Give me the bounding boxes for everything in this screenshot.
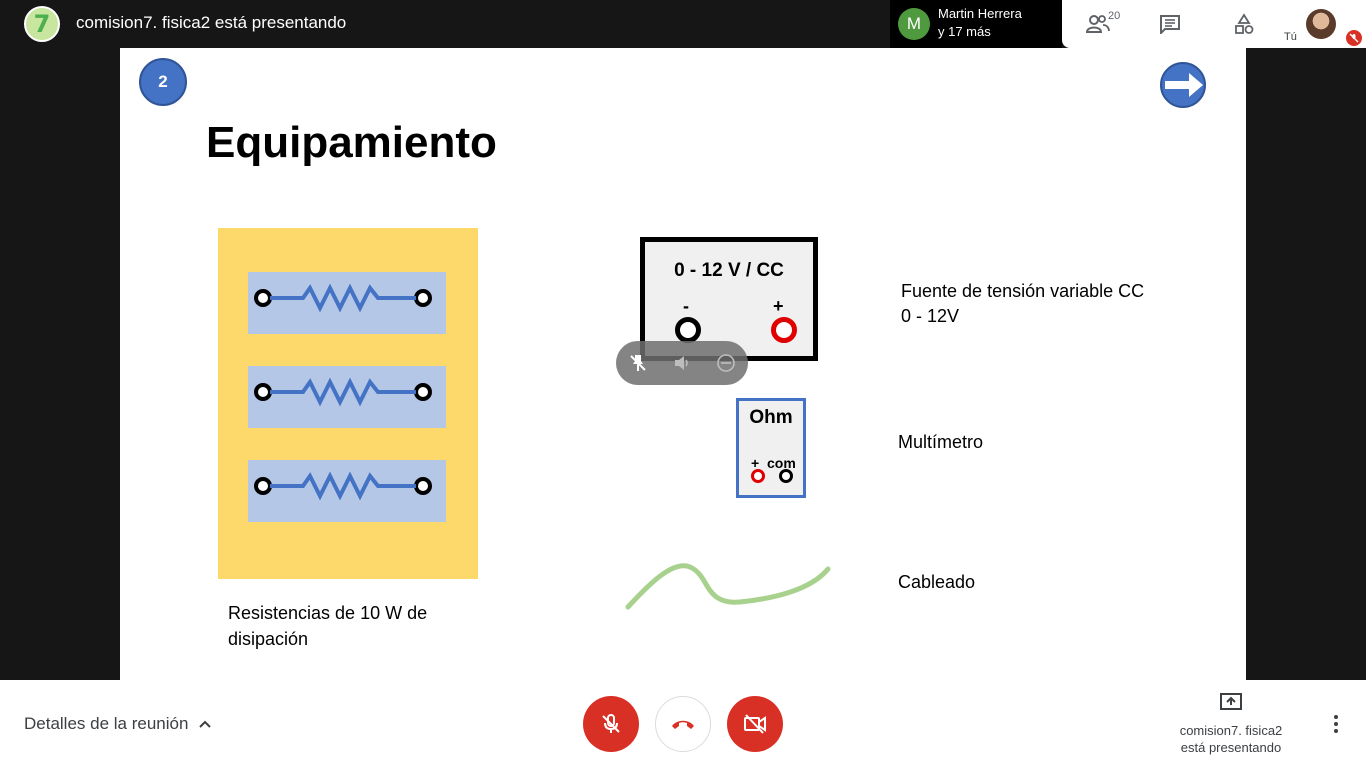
participant-avatar: M — [898, 8, 930, 40]
share-status-line1: comision7. fisica2 — [1179, 723, 1283, 738]
psu-negative-terminal — [675, 317, 701, 343]
self-avatar — [1306, 9, 1336, 39]
meeting-details-label: Detalles de la reunión — [24, 714, 189, 733]
mic-off-icon — [1349, 33, 1359, 43]
participant-more: y 17 más — [938, 24, 991, 39]
psu-minus-sign: - — [683, 296, 689, 316]
power-supply-diagram: 0 - 12 V / CC - + — [640, 237, 818, 361]
resistor-card — [248, 460, 446, 522]
multimeter-plus-sign: + — [751, 455, 760, 471]
resistor-icon — [254, 377, 432, 407]
self-label: Tú — [1284, 31, 1297, 43]
activities-button[interactable] — [1224, 8, 1264, 40]
remove-button[interactable] — [714, 351, 738, 375]
pin-off-button[interactable] — [626, 351, 650, 375]
presentation-status-button[interactable]: comision7. fisica2 está presentando — [1170, 692, 1292, 755]
self-mic-off-indicator — [1346, 30, 1362, 46]
volume-icon — [675, 356, 688, 370]
resistor-card — [248, 272, 446, 334]
multimeter-positive-terminal — [751, 469, 765, 483]
camera-toggle-button[interactable] — [727, 696, 783, 752]
meeting-details-button[interactable]: Detalles de la reunión — [24, 714, 212, 734]
chevron-up-icon — [199, 720, 212, 728]
next-arrow-icon[interactable] — [1159, 61, 1207, 109]
bottom-bar: Detalles de la reunión comision7. — [0, 680, 1366, 768]
psu-caption-line1: Fuente de tensión variable CC — [901, 281, 1145, 301]
chat-icon — [1160, 15, 1180, 34]
resistor-icon — [254, 283, 432, 313]
multimeter-com-terminal — [779, 469, 793, 483]
hangup-icon — [672, 720, 694, 729]
camera-off-icon — [744, 714, 766, 734]
presenter-avatar-initial: 7 — [33, 10, 51, 38]
mic-off-icon — [602, 714, 620, 733]
activities-icon — [1235, 13, 1254, 34]
media-controls-overlay — [616, 341, 748, 385]
more-options-button[interactable] — [1324, 710, 1348, 738]
psu-label: 0 - 12 V / CC — [674, 260, 784, 281]
participant-name: Martin Herrera — [938, 6, 1022, 21]
cable-caption: Cableado — [898, 572, 976, 592]
psu-plus-sign: + — [773, 296, 784, 316]
multimeter-diagram: Ohm + com — [736, 398, 806, 498]
pin-off-icon — [630, 355, 646, 371]
top-actions: 20 Tú — [1062, 0, 1366, 48]
presentation-slide: 2 Equipamiento — [120, 48, 1246, 680]
psu-caption-line2: 0 - 12V — [901, 306, 960, 326]
mic-toggle-button[interactable] — [583, 696, 639, 752]
presenting-title: comision7. fisica2 está presentando — [76, 13, 347, 32]
chat-button[interactable] — [1150, 8, 1190, 40]
cable-image — [625, 563, 831, 610]
people-button[interactable] — [1078, 8, 1118, 40]
present-icon — [1220, 693, 1242, 710]
hangup-button[interactable] — [655, 696, 711, 752]
multimeter-com-label: com — [767, 455, 796, 471]
participant-chip[interactable]: M Martin Herrera y 17 más — [890, 0, 1062, 48]
share-status-line2: está presentando — [1180, 740, 1282, 755]
resistor-board-image — [218, 228, 478, 579]
resistor-caption: Resistencias de 10 W de disipación — [228, 603, 428, 649]
top-bar: 7 comision7. fisica2 está presentando M … — [0, 0, 1366, 48]
resistor-icon — [254, 471, 432, 501]
psu-caption: Fuente de tensión variable CC 0 - 12V — [901, 279, 1144, 329]
multimeter-label: Ohm — [749, 407, 793, 428]
presenter-avatar: 7 — [24, 6, 60, 42]
slide-title: Equipamiento — [206, 118, 497, 167]
more-vert-icon — [1334, 715, 1338, 733]
volume-button[interactable] — [670, 351, 694, 375]
psu-positive-terminal — [771, 317, 797, 343]
slide-number-badge: 2 — [139, 58, 187, 106]
resistor-card — [248, 366, 446, 428]
people-count: 20 — [1108, 10, 1121, 22]
remove-icon — [717, 354, 735, 372]
people-icon — [1085, 15, 1110, 33]
multimeter-caption: Multímetro — [898, 432, 984, 452]
